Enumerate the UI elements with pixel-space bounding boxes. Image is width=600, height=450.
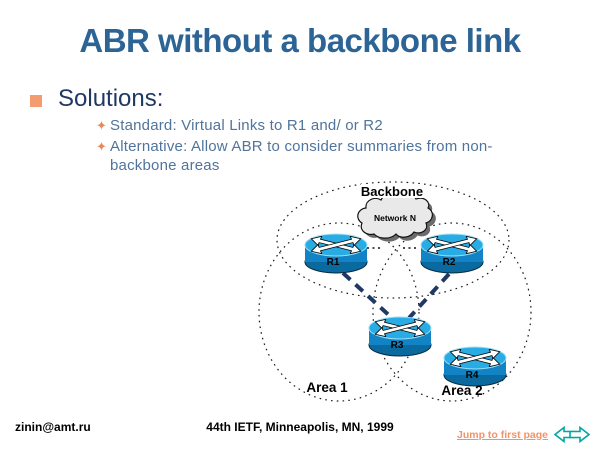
area2-ellipse xyxy=(372,222,532,402)
list-item-standard: ✦ Standard: Virtual Links to R1 and/ or … xyxy=(96,116,556,135)
prev-next-arrows-icon[interactable] xyxy=(554,424,590,445)
backbone-area-ellipse xyxy=(276,181,510,299)
area2-label: Area 2 xyxy=(441,383,482,398)
list-item-alternative: ✦ Alternative: Allow ABR to consider sum… xyxy=(96,137,556,175)
star-bullet-icon: ✦ xyxy=(96,139,107,154)
virtual-link-r2-r3 xyxy=(407,272,451,320)
router-r1-label: R1 xyxy=(327,257,340,268)
square-bullet-icon xyxy=(30,94,42,107)
solutions-list: ✦ Standard: Virtual Links to R1 and/ or … xyxy=(96,116,556,177)
next-arrow-icon xyxy=(569,425,590,444)
virtual-link-r1-r3 xyxy=(341,271,394,320)
star-bullet-icon: ✦ xyxy=(96,118,107,133)
page-title: ABR without a backbone link xyxy=(79,22,521,59)
solutions-bullet-row: Solutions: xyxy=(30,85,163,113)
conference-info: 44th IETF, Minneapolis, MN, 1999 xyxy=(206,420,394,434)
author-email: zinin@amt.ru xyxy=(15,420,91,434)
backbone-label: Backbone xyxy=(361,184,423,199)
router-r2: R2 xyxy=(420,233,484,274)
router-r3-label: R3 xyxy=(391,340,404,351)
solutions-heading: Solutions: xyxy=(58,85,164,112)
backbone-label-bg xyxy=(361,184,423,198)
router-r1: R1 xyxy=(304,233,368,274)
bullet-text-line: Standard: Virtual Links to R1 and/ or R2 xyxy=(110,117,383,134)
footer-nav: Jump to first page xyxy=(457,424,590,445)
cloud-label: Network N xyxy=(374,213,416,223)
area1-ellipse xyxy=(258,222,420,402)
bullet-text-line: backbone areas xyxy=(110,157,220,174)
router-r4: R4 xyxy=(443,346,507,387)
router-r3: R3 xyxy=(368,316,432,357)
router-r2-label: R2 xyxy=(443,257,456,268)
network-cloud: Network N xyxy=(357,193,436,242)
router-r4-label: R4 xyxy=(466,370,479,381)
area1-label: Area 1 xyxy=(306,380,348,395)
jump-to-first-page-link[interactable]: Jump to first page xyxy=(456,428,548,441)
bullet-text-line: Alternative: Allow ABR to consider summa… xyxy=(110,138,493,155)
